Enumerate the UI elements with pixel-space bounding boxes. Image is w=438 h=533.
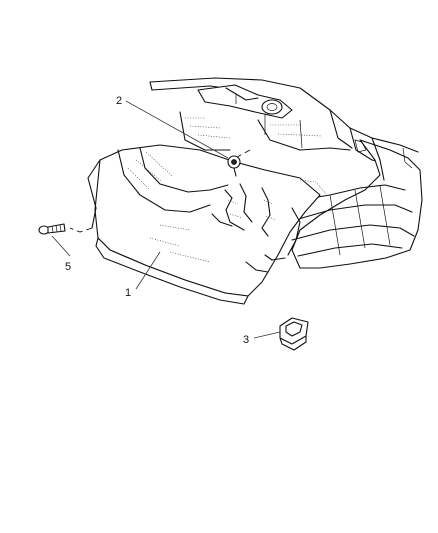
callout-3: 3 — [243, 334, 249, 346]
leader-line-3 — [253, 331, 281, 339]
leader-line-2 — [125, 100, 229, 159]
retainer-clip — [279, 317, 309, 351]
floor-carpet — [69, 144, 327, 305]
callout-5: 5 — [65, 261, 71, 273]
callout-1: 1 — [125, 287, 131, 299]
leader-line-1 — [135, 251, 161, 290]
latch-bracket — [197, 84, 293, 119]
rear-body-frame — [149, 77, 419, 176]
push-pin-fastener — [227, 155, 241, 177]
callout-2: 2 — [116, 95, 122, 107]
leader-line-5 — [51, 235, 71, 257]
carpet-screw — [38, 223, 66, 235]
